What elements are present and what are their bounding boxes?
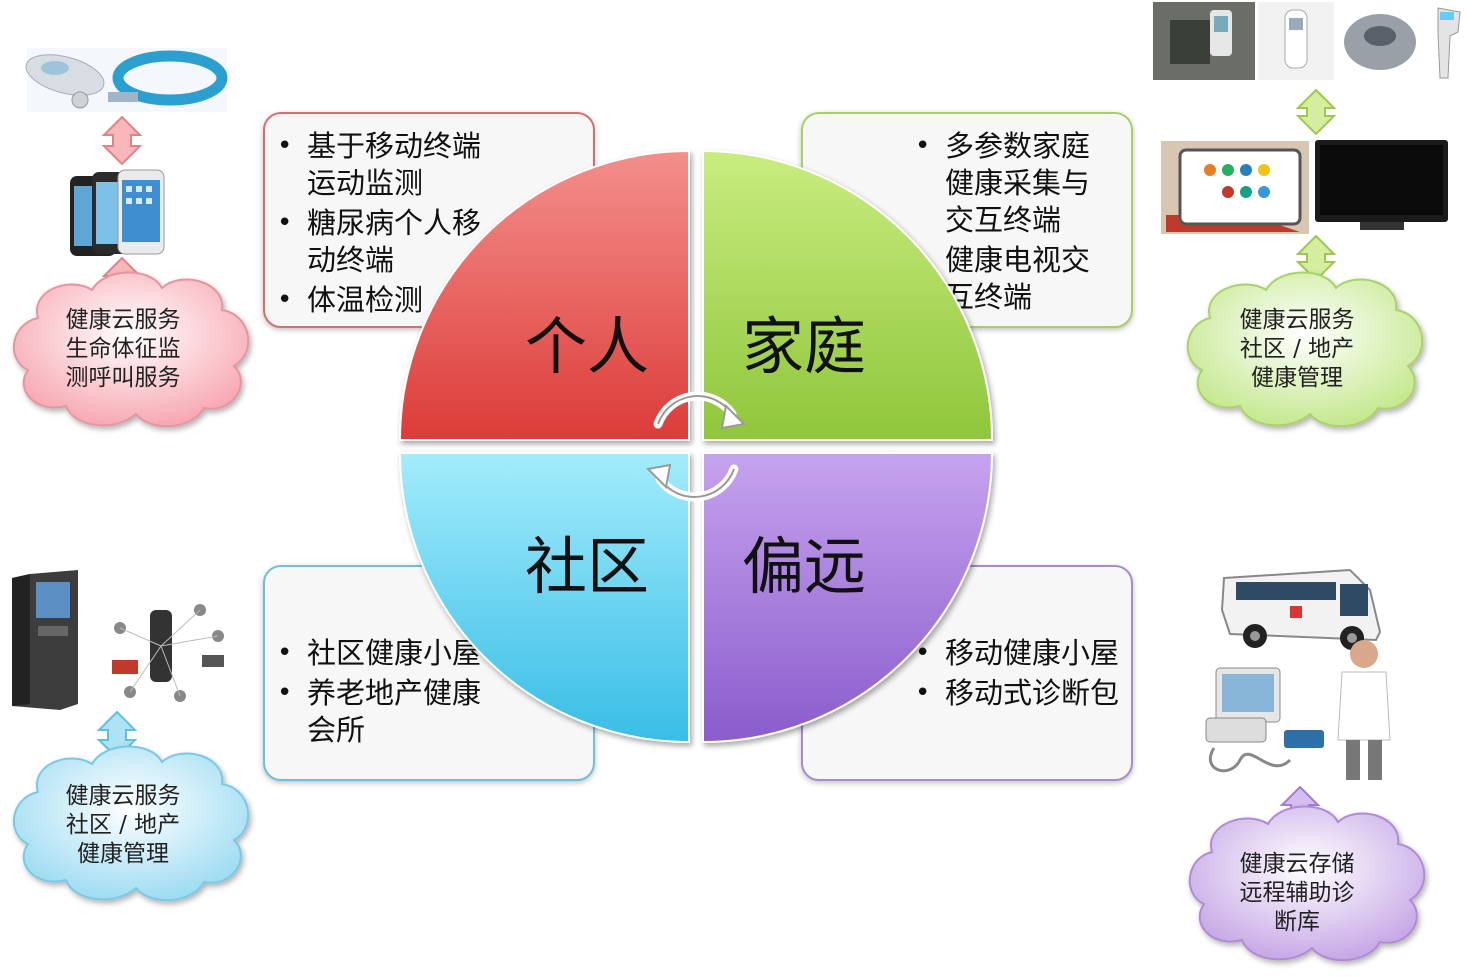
cloud-text-top-right: 健康云服务 社区 / 地产 健康管理: [1239, 307, 1355, 391]
cloud-text-bottom-right: 健康云存储 远程辅助诊 断库: [1239, 851, 1355, 935]
cycle-arrows-icon: [653, 391, 739, 502]
cloud-text-bottom-left: 健康云服务 社区 / 地产 健康管理: [65, 783, 181, 867]
family-item: 健康电视交互终端: [915, 242, 1115, 316]
remote-item: 移动健康小屋: [915, 635, 1120, 672]
personal-item: 体温检测: [277, 282, 497, 319]
smartphone-icon: [70, 169, 165, 256]
double-arrow-icon: [96, 710, 138, 760]
remote-item: 移动式诊断包: [915, 675, 1120, 712]
personal-item: 糖尿病个人移动终端: [277, 205, 497, 279]
double-arrow-icon: [1295, 234, 1337, 282]
community-item: 养老地产健康会所: [277, 675, 487, 749]
personal-label: 个人: [525, 310, 650, 383]
family-item: 多参数家庭健康采集与交互终端: [915, 128, 1115, 239]
community-item: 社区健康小屋: [277, 635, 487, 672]
double-arrow-icon: [1279, 785, 1321, 833]
glucometer-icon: [1258, 2, 1334, 80]
wearable-sensor-icon: [25, 48, 227, 112]
double-arrow-icon: [1295, 88, 1337, 136]
personal-item: 基于移动终端运动监测: [277, 128, 497, 202]
scale-icon: [1344, 14, 1416, 70]
double-arrow-icon: [101, 115, 143, 166]
ambulance-bus-icon: [1220, 568, 1382, 650]
device-kit-icon: [98, 578, 238, 708]
cloud-text-top-left: 健康云服务 生命体征监 测呼叫服务: [65, 307, 181, 391]
doctor-icon: [1337, 640, 1391, 780]
remote-label: 偏远: [742, 530, 867, 603]
community-label: 社区: [525, 530, 650, 603]
television-icon: [1315, 140, 1448, 230]
family-label: 家庭: [742, 310, 867, 383]
wristband-icon: [108, 50, 228, 106]
double-arrow-icon: [101, 256, 143, 306]
monitor-device-icon: [1153, 2, 1255, 80]
cycle-arrows-outline-icon: [657, 395, 735, 498]
diagnostic-kit-icon: [1205, 667, 1324, 773]
kiosk-icon: [12, 570, 78, 710]
thermometer-icon: [1437, 7, 1461, 79]
tablet-icon: [1161, 141, 1309, 234]
